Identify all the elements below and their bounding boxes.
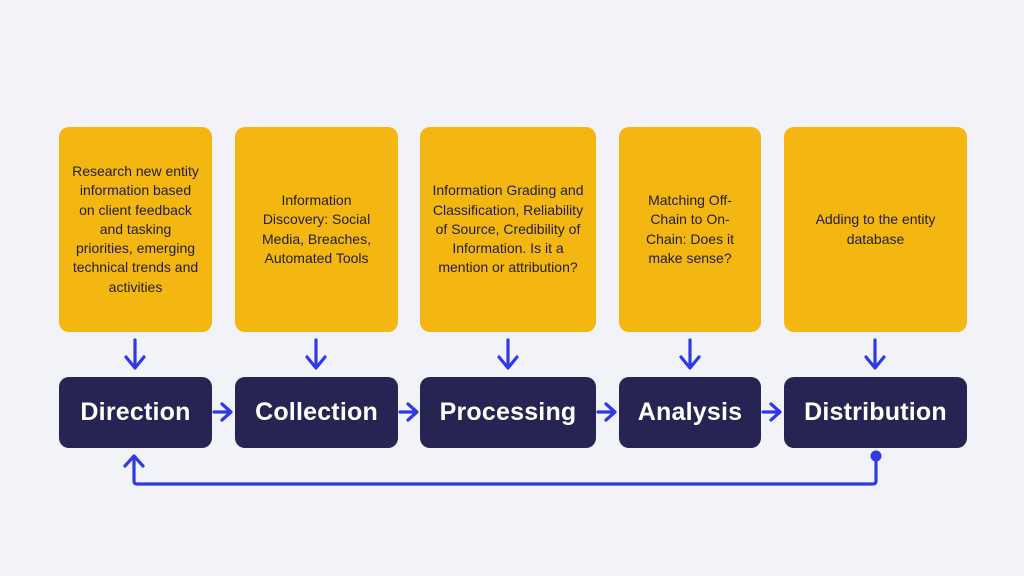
stage-box-distribution: Distribution	[784, 377, 967, 448]
stage-box-analysis: Analysis	[619, 377, 761, 448]
stage-label: Processing	[439, 398, 577, 426]
feedback-loop-arrow-icon	[123, 450, 882, 486]
down-arrow-icon	[305, 338, 327, 370]
card-text: Information Grading and Classification, …	[432, 182, 584, 276]
card-text: Adding to the entity database	[815, 211, 936, 247]
card-text: Matching Off-Chain to On-Chain: Does it …	[646, 191, 734, 266]
right-arrow-icon	[398, 402, 419, 422]
stage-box-collection: Collection	[235, 377, 398, 448]
down-arrow-icon	[124, 338, 146, 370]
stage-label: Collection	[255, 398, 378, 426]
stage-label: Direction	[80, 398, 191, 426]
card-analysis-description: Matching Off-Chain to On-Chain: Does it …	[619, 127, 761, 332]
card-distribution-description: Adding to the entity database	[784, 127, 967, 332]
card-text: Information Discovery: Social Media, Bre…	[262, 191, 371, 266]
card-direction-description: Research new entity information based on…	[59, 127, 212, 332]
down-arrow-icon	[497, 338, 519, 370]
right-arrow-icon	[596, 402, 617, 422]
stage-label: Distribution	[804, 398, 947, 426]
down-arrow-icon	[679, 338, 701, 370]
stage-box-processing: Processing	[420, 377, 596, 448]
right-arrow-icon	[212, 402, 233, 422]
stage-label: Analysis	[637, 398, 743, 426]
stage-box-direction: Direction	[59, 377, 212, 448]
down-arrow-icon	[864, 338, 886, 370]
card-processing-description: Information Grading and Classification, …	[420, 127, 596, 332]
right-arrow-icon	[761, 402, 782, 422]
card-text: Research new entity information based on…	[72, 162, 199, 295]
card-collection-description: Information Discovery: Social Media, Bre…	[235, 127, 398, 332]
